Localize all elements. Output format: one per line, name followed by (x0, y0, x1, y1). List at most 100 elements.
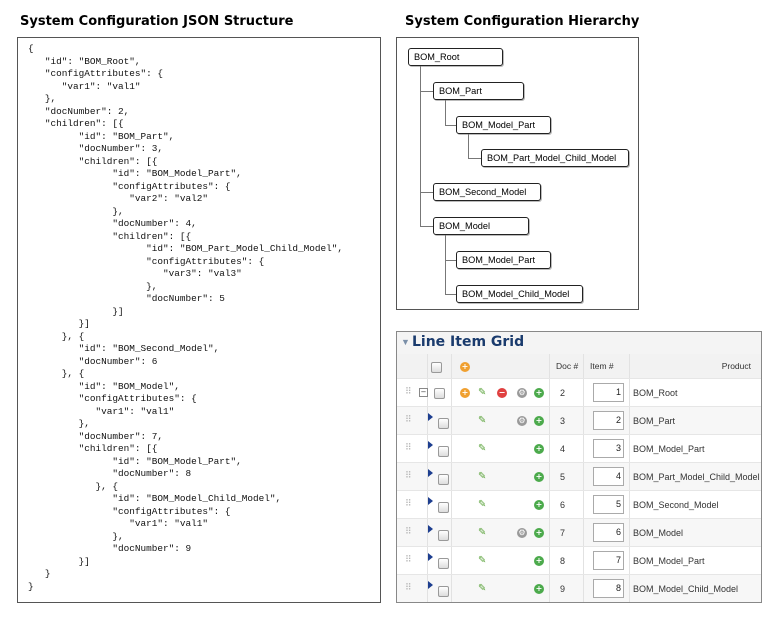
drag-handle-icon[interactable]: ⠿ (405, 498, 412, 508)
row-checkbox[interactable] (438, 586, 449, 597)
json-code-line: "docNumber": 3, (78, 143, 164, 154)
drag-handle-icon[interactable]: ⠿ (405, 414, 412, 424)
column-divider (451, 379, 452, 406)
gear-icon[interactable]: ⚙ (517, 416, 527, 426)
item-number-input[interactable]: 6 (593, 523, 624, 542)
column-divider (451, 547, 452, 574)
json-code-line: "configAttributes": { (146, 255, 265, 267)
edit-icon[interactable]: ✎ (478, 387, 487, 398)
edit-icon[interactable]: ✎ (478, 583, 487, 594)
column-divider (549, 354, 550, 378)
item-number-input[interactable]: 7 (593, 551, 624, 570)
grid-header-bar: ▼ Line Item Grid (397, 332, 761, 355)
column-divider (629, 463, 630, 490)
edit-icon[interactable]: ✎ (478, 443, 487, 454)
hierarchy-node: BOM_Model_Part (456, 251, 551, 269)
gear-icon[interactable]: ⚙ (517, 528, 527, 538)
item-number-input[interactable]: 4 (593, 467, 624, 486)
json-code-line: "var1": "val1" (95, 405, 175, 417)
drag-handle-icon[interactable]: ⠿ (405, 470, 412, 480)
drag-handle-icon[interactable]: ⠿ (405, 386, 412, 396)
collapse-row-icon[interactable]: − (419, 388, 428, 397)
add-line-icon[interactable]: + (460, 362, 470, 372)
json-code-line: "var3": "val3" (163, 268, 242, 279)
row-checkbox[interactable] (438, 474, 449, 485)
column-divider (549, 519, 550, 546)
column-divider (629, 379, 630, 406)
add-icon[interactable]: + (534, 556, 544, 566)
grid-title: Line Item Grid (412, 334, 525, 350)
json-code-line: "docNumber": 9 (112, 543, 192, 554)
hierarchy-node: BOM_Model (433, 217, 529, 235)
drag-handle-icon[interactable]: ⠿ (405, 554, 412, 564)
product-cell: BOM_Model_Part (633, 444, 705, 454)
expand-row-icon[interactable] (428, 553, 433, 561)
line-item-grid: ▼ Line Item Grid +Doc #Item #Product⠿−+✎… (396, 331, 762, 603)
product-cell: BOM_Model_Child_Model (633, 584, 739, 594)
add-icon[interactable]: + (534, 584, 544, 594)
item-number-input[interactable]: 2 (593, 411, 624, 430)
row-checkbox[interactable] (438, 418, 449, 429)
row-checkbox[interactable] (438, 446, 449, 457)
expand-row-icon[interactable] (428, 581, 433, 589)
item-number-input[interactable]: 3 (593, 439, 624, 458)
product-cell: BOM_Root (633, 388, 678, 398)
edit-icon[interactable]: ✎ (478, 499, 487, 510)
row-checkbox[interactable] (438, 558, 449, 569)
add-icon[interactable]: + (534, 528, 544, 538)
select-all-checkbox[interactable] (431, 362, 442, 373)
column-divider (549, 379, 550, 406)
json-code-line: "docNumber": 4, (112, 218, 197, 229)
doc-number-cell: 3 (560, 416, 566, 426)
add-icon[interactable]: + (534, 388, 544, 398)
json-code-line: } (28, 580, 34, 592)
expand-row-icon[interactable] (428, 441, 433, 449)
column-divider (427, 354, 428, 378)
json-code-line: }] (78, 318, 90, 329)
edit-icon[interactable]: ✎ (478, 471, 487, 482)
delete-icon[interactable]: − (497, 388, 507, 398)
hierarchy-node: BOM_Root (408, 48, 503, 66)
edit-icon[interactable]: ✎ (478, 415, 487, 426)
row-checkbox[interactable] (438, 502, 449, 513)
expand-row-icon[interactable] (428, 469, 433, 477)
expand-row-icon[interactable] (428, 525, 433, 533)
column-divider (549, 575, 550, 602)
json-code-line: "id": "BOM_Part_Model_Child_Model", (146, 243, 344, 254)
json-code-line: }, (44, 93, 57, 104)
column-divider (629, 354, 630, 378)
edit-icon[interactable]: ✎ (478, 555, 487, 566)
gear-icon[interactable]: ⚙ (517, 388, 527, 398)
hierarchy-section-title: System Configuration Hierarchy (405, 14, 640, 29)
add-icon[interactable]: + (534, 472, 544, 482)
add-child-icon[interactable]: + (460, 388, 470, 398)
json-code-line: }, (78, 418, 90, 429)
tree-connector-line (445, 294, 456, 295)
edit-icon[interactable]: ✎ (478, 527, 487, 538)
item-number-input[interactable]: 8 (593, 579, 624, 598)
row-checkbox[interactable] (438, 530, 449, 541)
column-divider (451, 463, 452, 490)
expand-row-icon[interactable] (428, 413, 433, 421)
collapse-icon[interactable]: ▼ (401, 337, 410, 347)
item-number-input[interactable]: 1 (593, 383, 624, 402)
drag-handle-icon[interactable]: ⠿ (405, 526, 412, 536)
row-checkbox[interactable] (434, 388, 445, 399)
drag-handle-icon[interactable]: ⠿ (405, 442, 412, 452)
expand-row-icon[interactable] (428, 497, 433, 505)
json-code-line: { (28, 43, 34, 54)
column-divider (427, 407, 428, 434)
drag-handle-icon[interactable]: ⠿ (405, 582, 412, 592)
item-number-input[interactable]: 5 (593, 495, 624, 514)
add-icon[interactable]: + (534, 500, 544, 510)
add-icon[interactable]: + (534, 416, 544, 426)
add-icon[interactable]: + (534, 444, 544, 454)
